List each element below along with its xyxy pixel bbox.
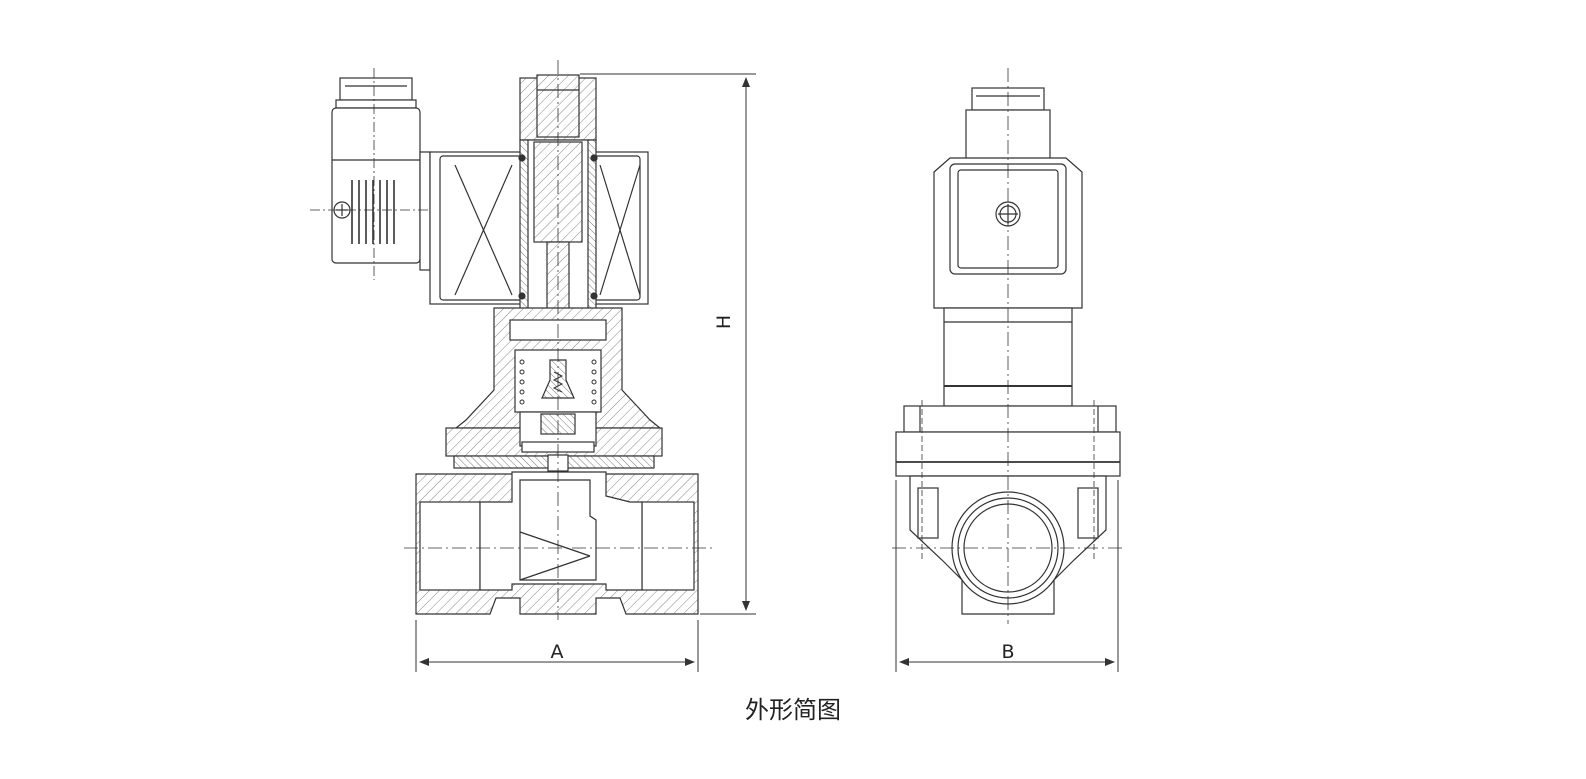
side-connector (933, 87, 1083, 309)
figure-caption: 外形简图 (745, 696, 841, 724)
dimension-label-b: B (1001, 641, 1014, 663)
dimension-label-h: H (713, 315, 735, 329)
side-valve-body (909, 475, 1107, 615)
dimension-lines (415, 73, 1119, 672)
valve-body (415, 471, 699, 615)
front-section-view (310, 60, 712, 620)
connector-plug (310, 68, 460, 280)
dimension-label-a: A (551, 641, 564, 663)
bonnet (445, 307, 663, 472)
side-view (892, 68, 1124, 624)
